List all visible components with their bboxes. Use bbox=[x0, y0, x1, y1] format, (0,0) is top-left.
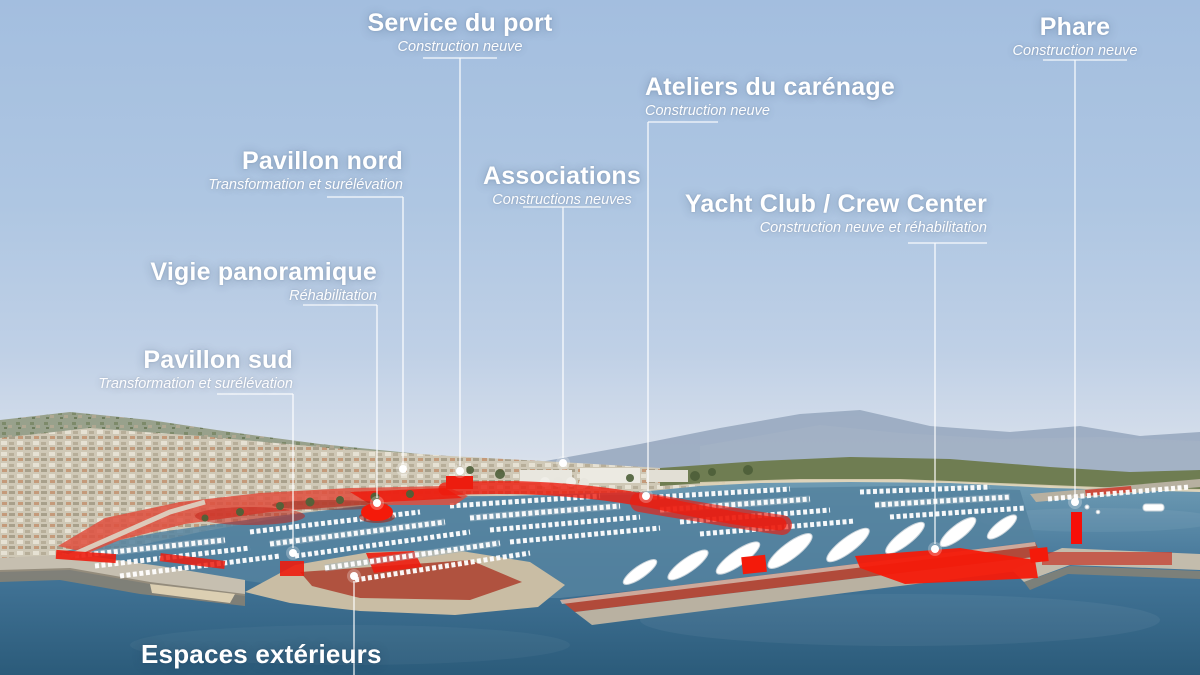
leader-pavillon-sud bbox=[217, 393, 294, 548]
leader-vigie bbox=[303, 304, 378, 498]
red-zone-sw-quay1 bbox=[55, 549, 117, 564]
coastline-right bbox=[660, 457, 1200, 490]
east-jetty-rocks bbox=[1024, 566, 1200, 590]
leader-service-du-port bbox=[423, 57, 497, 466]
red-zone-carenage bbox=[630, 492, 792, 535]
red-zone-jetty-deck bbox=[1042, 552, 1172, 565]
boat-rows bbox=[74, 484, 1191, 583]
red-zone-pier-wedge bbox=[855, 548, 1038, 584]
red-zone-sw-quay2 bbox=[159, 553, 226, 569]
red-zone-pier-cube2 bbox=[1029, 547, 1049, 563]
trees bbox=[466, 465, 753, 482]
leader-lines bbox=[217, 57, 1127, 675]
red-zone-esplanade bbox=[58, 486, 468, 553]
leader-phare bbox=[1043, 59, 1127, 497]
sea-sparkle bbox=[130, 508, 1200, 665]
red-zone-esplanade-shade bbox=[195, 507, 305, 525]
leader-ateliers bbox=[647, 121, 718, 491]
leader-dots bbox=[286, 456, 1082, 583]
leader-yacht-club bbox=[908, 242, 987, 544]
red-zone-phare bbox=[1071, 512, 1082, 544]
beach-fort bbox=[150, 584, 235, 603]
red-zone-service-du-port bbox=[446, 476, 473, 489]
red-zone-vigie bbox=[361, 503, 393, 521]
red-zone-pier-cube bbox=[741, 554, 767, 575]
leader-pavillon-nord bbox=[327, 196, 404, 464]
leader-associations bbox=[523, 206, 601, 458]
yachts bbox=[622, 503, 1165, 585]
rampart-wall bbox=[68, 499, 206, 559]
